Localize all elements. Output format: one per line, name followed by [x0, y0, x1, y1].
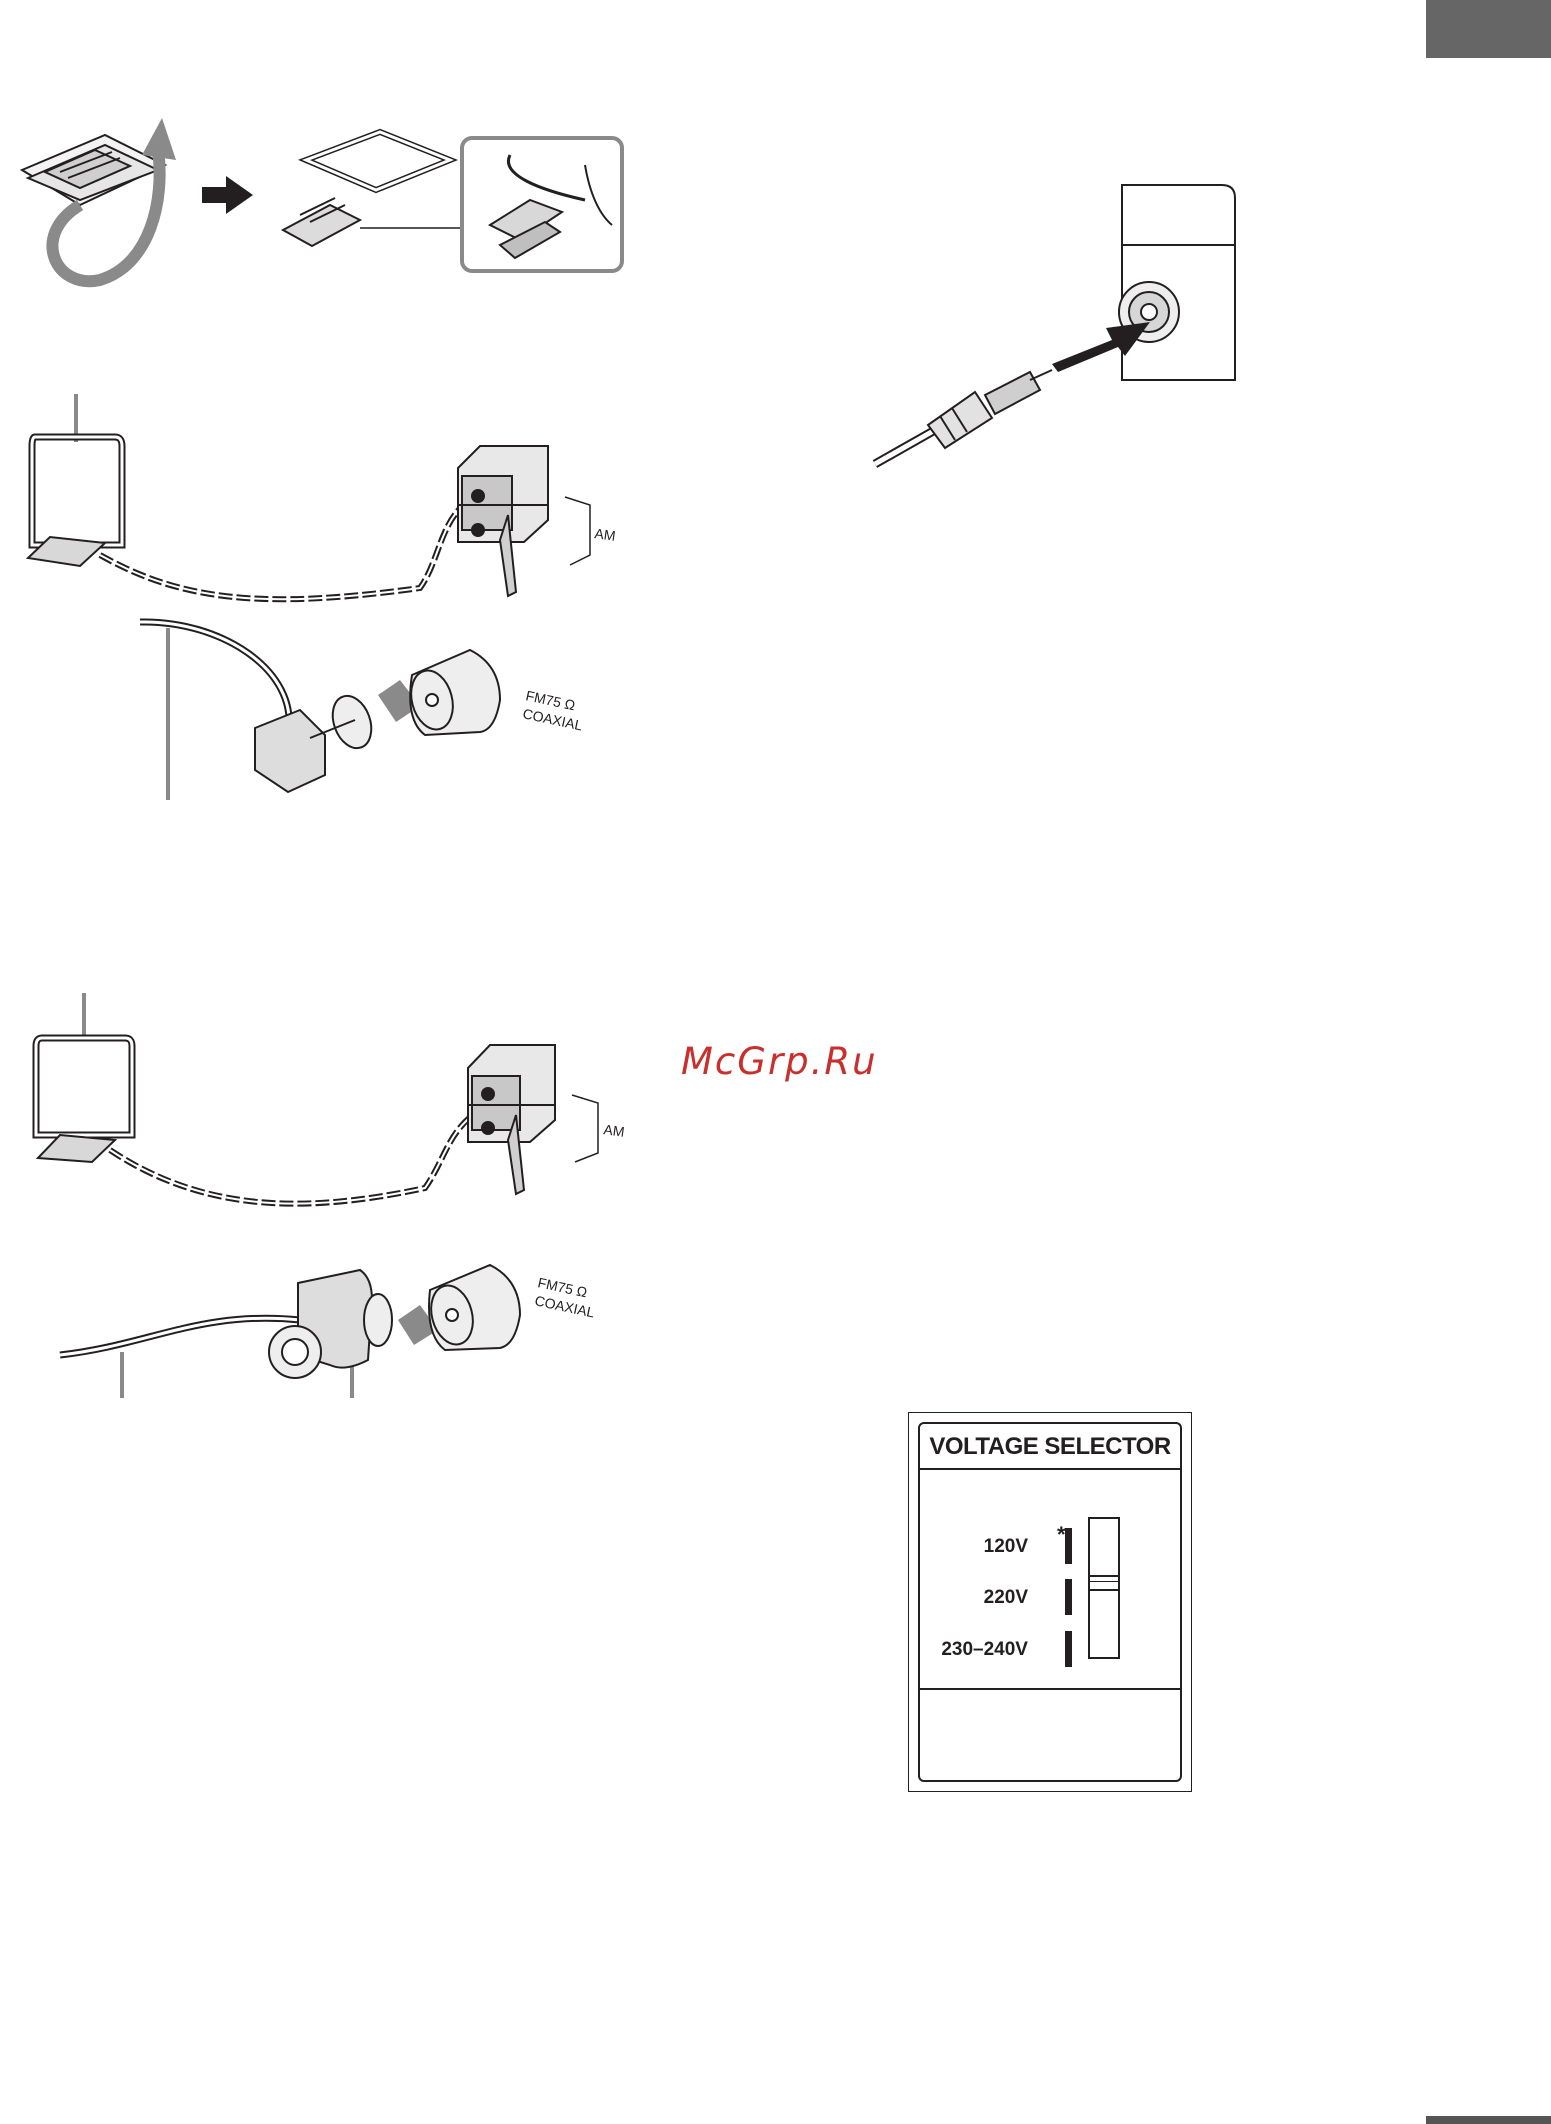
- voltage-marker-230-240v: [1065, 1631, 1072, 1667]
- voltage-panel-divider: [920, 1688, 1180, 1690]
- voltage-selector-frame: VOLTAGE SELECTOR 120V * 220V 230–240V: [918, 1422, 1182, 1782]
- am-bracket-1: [565, 497, 590, 565]
- fm-label-1-line2: COAXIAL: [521, 705, 584, 733]
- loop-antenna-folded-icon: [22, 135, 165, 205]
- voltage-option-220v: 220V: [984, 1587, 1028, 1609]
- voltage-selector-title: VOLTAGE SELECTOR: [920, 1424, 1180, 1470]
- assembly-detail-inset: [462, 138, 622, 271]
- voltage-selector-switch[interactable]: [1088, 1517, 1120, 1659]
- fm-label-2-line2: COAXIAL: [533, 1292, 596, 1320]
- voltage-marker-120v: [1065, 1528, 1072, 1564]
- rca-jack-panel-icon: [1119, 185, 1235, 380]
- loop-antenna-assembled-icon: [283, 132, 462, 246]
- fm-cable-antenna-icon-1: [140, 622, 378, 800]
- voltage-switch-knob[interactable]: [1090, 1575, 1118, 1591]
- voltage-marker-220v: [1065, 1579, 1072, 1615]
- watermark-text: McGrp.Ru: [681, 1040, 878, 1083]
- am-loop-antenna-icon-2: [36, 993, 132, 1162]
- am-bracket-2: [572, 1095, 598, 1162]
- fm-cable-antenna-icon-2: [60, 1270, 392, 1398]
- speaker-terminal-icon-2: [468, 1045, 555, 1194]
- speaker-terminal-icon-1: [458, 446, 548, 596]
- voltage-option-120v: 120V: [984, 1536, 1028, 1558]
- voltage-selector-panel: VOLTAGE SELECTOR 120V * 220V 230–240V: [908, 1412, 1192, 1792]
- voltage-option-230-240v: 230–240V: [941, 1639, 1028, 1661]
- am-twisted-wire-1: [100, 500, 470, 599]
- coaxial-connector-icon-1: [378, 650, 500, 735]
- am-loop-antenna-icon-1: [28, 394, 122, 566]
- am-twisted-wire-2: [110, 1110, 480, 1204]
- rca-plug-icon: [875, 370, 1052, 464]
- am-label-2: AM: [603, 1121, 626, 1140]
- am-label-1: AM: [594, 525, 617, 544]
- coaxial-connector-icon-2: [398, 1265, 520, 1350]
- arrow-right-icon: [202, 176, 253, 214]
